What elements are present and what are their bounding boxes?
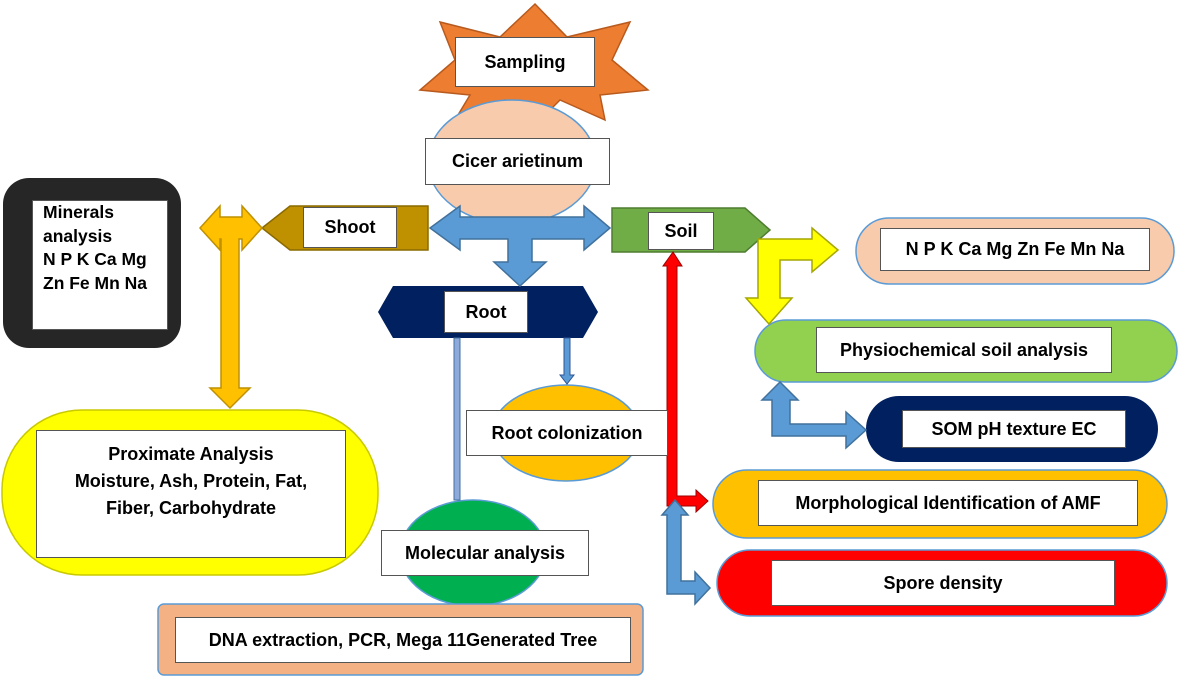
minerals-line-1: Minerals [43,202,114,222]
minerals-line-2: analysis [43,225,113,246]
som-ph-texture-label: SOM pH texture EC [902,410,1126,448]
shoot-label: Shoot [303,207,397,248]
dna-extraction-label: DNA extraction, PCR, Mega 11Generated Tr… [175,617,631,663]
spore-density-label: Spore density [771,560,1115,606]
proximate-line-3: Fiber, Carbohydrate [105,498,277,518]
proximate-analysis-box: Proximate Analysis Moisture, Ash, Protei… [36,430,346,558]
proximate-line-2: Moisture, Ash, Protein, Fat, [74,471,308,491]
root-molecular-connector [453,337,461,501]
soil-label: Soil [648,212,714,250]
soil-minerals-label: N P K Ca Mg Zn Fe Mn Na [880,228,1150,271]
minerals-analysis-box: Minerals analysis N P K Ca Mg Zn Fe Mn N… [32,200,168,330]
red-arrow [662,251,709,514]
root-colonization-arrow [558,337,576,385]
morphological-identification-label: Morphological Identification of AMF [758,480,1138,526]
orange-double-arrow [198,204,264,410]
root-label: Root [444,291,528,333]
physiochemical-label: Physiochemical soil analysis [816,327,1112,373]
proximate-line-1: Proximate Analysis [108,444,274,464]
yellow-bent-arrow [744,226,840,326]
sampling-label: Sampling [455,37,595,87]
blue-cross-arrow [428,204,612,288]
molecular-analysis-label: Molecular analysis [381,530,589,576]
blue-spore-arrow [660,498,712,606]
blue-som-arrow [760,380,868,450]
cicer-arietinum-label: Cicer arietinum [425,138,610,185]
minerals-line-3: N P K Ca Mg [43,249,147,270]
root-colonization-label: Root colonization [466,410,668,456]
minerals-line-4: Zn Fe Mn Na [43,272,148,293]
